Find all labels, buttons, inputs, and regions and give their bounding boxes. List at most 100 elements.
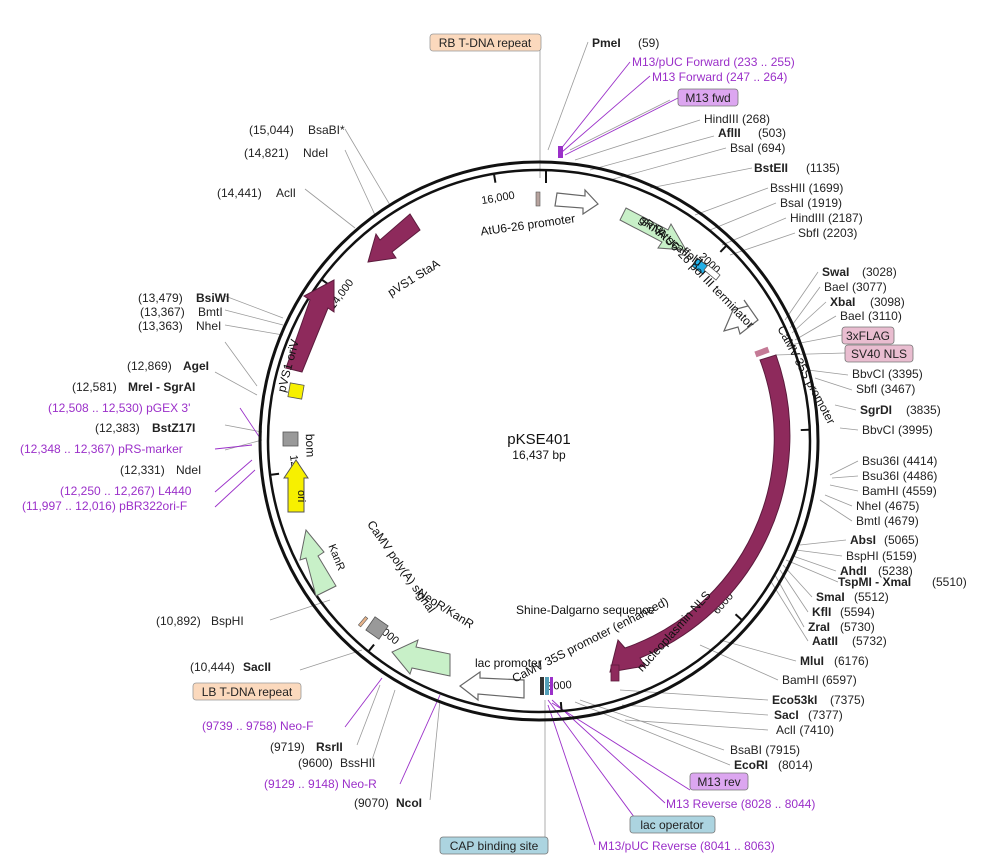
bsabi1-label: BsaBI (7915): [730, 743, 800, 757]
rsrii-label: RsrII: [316, 740, 343, 754]
aflii-pos: (503): [758, 126, 786, 140]
bsshii2-pos: (9600): [298, 756, 333, 770]
bsai1-label: BsaI (694): [730, 141, 785, 155]
saci-label: SacI: [774, 708, 799, 722]
sbfi2-label: SbfI (3467): [856, 382, 915, 396]
ecori-pos: (8014): [778, 758, 813, 772]
sacii-pos: (10,444): [190, 660, 235, 674]
l4440-label: (12,250 .. 12,267) L4440: [60, 484, 192, 498]
tick-mark: [734, 613, 743, 621]
acli2-label: AclI: [276, 186, 296, 200]
plasmid-name: pKSE401: [507, 431, 570, 448]
absi-label: AbsI: [850, 533, 876, 547]
kanr-label: KanR: [326, 542, 347, 572]
eco53ki-pos: (7375): [830, 693, 865, 707]
plasmid-size: 16,437 bp: [512, 448, 566, 462]
shine-dalgarno-label: Shine-Dalgarno sequence: [516, 603, 655, 617]
tick-mark: [559, 702, 563, 711]
sv40-box[interactable]: [844, 344, 914, 363]
tick-label: 8000: [547, 679, 572, 693]
eco53ki-label: Eco53kI: [772, 693, 817, 707]
ahdi-label: AhdI: [840, 564, 867, 578]
bsiwi-label: BsiWI: [196, 291, 229, 305]
saci-pos: (7377): [808, 708, 843, 722]
bsshii2-label: BssHII: [340, 756, 375, 770]
bsu36i2-label: Bsu36I (4486): [862, 469, 937, 483]
rb-tdna-marker[interactable]: [535, 191, 541, 207]
tick-mark: [719, 245, 727, 253]
camv35s-promoter-arrow[interactable]: [722, 299, 759, 336]
feature-layer: [282, 146, 791, 702]
pvs1-staa-arrow[interactable]: [367, 213, 421, 263]
m13-fwd-marker: [558, 146, 563, 158]
rb-tdna-box[interactable]: [429, 33, 542, 52]
bbvci1-label: BbvCI (3395): [852, 367, 923, 381]
kfli-label: KflI: [812, 605, 831, 619]
ndei1-pos: (12,331): [120, 463, 165, 477]
aflii-label: AflII: [718, 126, 741, 140]
pmei-label: PmeI: [592, 36, 621, 50]
pmei-pos: (59): [638, 36, 659, 50]
m13puc-fwd-label: M13/pUC Forward (233 .. 255): [632, 55, 795, 69]
zrai-pos: (5730): [840, 620, 875, 634]
m13rev-text: M13 rev: [697, 775, 740, 789]
kanr-arrow[interactable]: [299, 528, 337, 597]
atu6-promoter-arrow[interactable]: [554, 188, 599, 216]
nhei1-label: NheI (4675): [856, 499, 919, 513]
baei2-label: BaeI (3110): [840, 309, 902, 323]
pvs1-oriv-box[interactable]: [287, 382, 305, 400]
bsphi2-label: BspHI: [211, 614, 244, 628]
tick-mark: [493, 174, 497, 183]
lac-promoter-arrow[interactable]: [458, 670, 525, 702]
ahdi-pos: (5238): [878, 564, 913, 578]
bbvci2-label: BbvCI (3995): [862, 423, 933, 437]
nucleoplasmin-label: nucleoplasmin NLS: [634, 588, 714, 674]
prs-label: (12,348 .. 12,367) pRS-marker: [20, 442, 183, 456]
smai-label: SmaI: [816, 590, 845, 604]
bsabi2-pos: (15,044): [249, 123, 294, 137]
nucleoplasmin-nls-box[interactable]: [610, 664, 620, 682]
ndei2-label: NdeI: [303, 146, 328, 160]
pvs1-repa-arrow[interactable]: [285, 279, 335, 373]
flag-box[interactable]: [841, 326, 895, 345]
lb-tdna-text: LB T-DNA repeat: [202, 685, 293, 699]
swai-label: SwaI: [822, 265, 849, 279]
lac-operator-box[interactable]: [545, 677, 549, 695]
neor-primer-label: (9129 .. 9148) Neo-R: [264, 777, 377, 791]
ncoi-pos: (9070): [354, 796, 389, 810]
m13rev-box[interactable]: [689, 772, 749, 791]
agei-pos: (12,869): [127, 359, 172, 373]
ori-arrow[interactable]: [283, 459, 309, 513]
lb-tdna-marker[interactable]: [357, 616, 369, 628]
aatii-label: AatII: [812, 634, 838, 648]
camv-polya-box[interactable]: [365, 616, 389, 640]
zrai-label: ZraI: [808, 620, 830, 634]
flag-text: 3xFLAG: [846, 329, 890, 343]
tick-mark: [368, 643, 375, 652]
smr-arrow[interactable]: [619, 207, 687, 251]
m13fwd-box[interactable]: [677, 88, 739, 107]
nhei2-pos: (13,363): [138, 319, 183, 333]
sgrdi-pos: (3835): [906, 403, 941, 417]
flag-feature[interactable]: [754, 346, 770, 358]
bsteii-label: BstEII: [754, 161, 788, 175]
m13-rev-box[interactable]: [550, 677, 553, 695]
terminator-box[interactable]: [703, 264, 721, 281]
lb-tdna-box[interactable]: [192, 682, 302, 701]
pbr322-label: (11,997 .. 12,016) pBR322ori-F: [22, 499, 187, 513]
lacop-text: lac operator: [640, 818, 703, 832]
bamhi1-label: BamHI (4559): [862, 484, 937, 498]
lacop-box[interactable]: [629, 815, 716, 834]
sacii-label: SacII: [243, 660, 271, 674]
smai-pos: (5512): [854, 590, 889, 604]
bsu36i1-label: Bsu36I (4414): [862, 454, 937, 468]
cap-site-box[interactable]: [540, 677, 544, 695]
atu6-terminator-label: AtU6-26 pol III terminator: [654, 225, 757, 331]
cap-box[interactable]: [439, 836, 549, 855]
neor-kanr-arrow[interactable]: [391, 639, 451, 677]
bamhi2-label: BamHI (6597): [782, 673, 857, 687]
camv-polya-label: CaMV poly(A) signal: [364, 518, 438, 616]
cas9-arrow[interactable]: [609, 354, 791, 673]
bom-box[interactable]: [282, 431, 299, 447]
